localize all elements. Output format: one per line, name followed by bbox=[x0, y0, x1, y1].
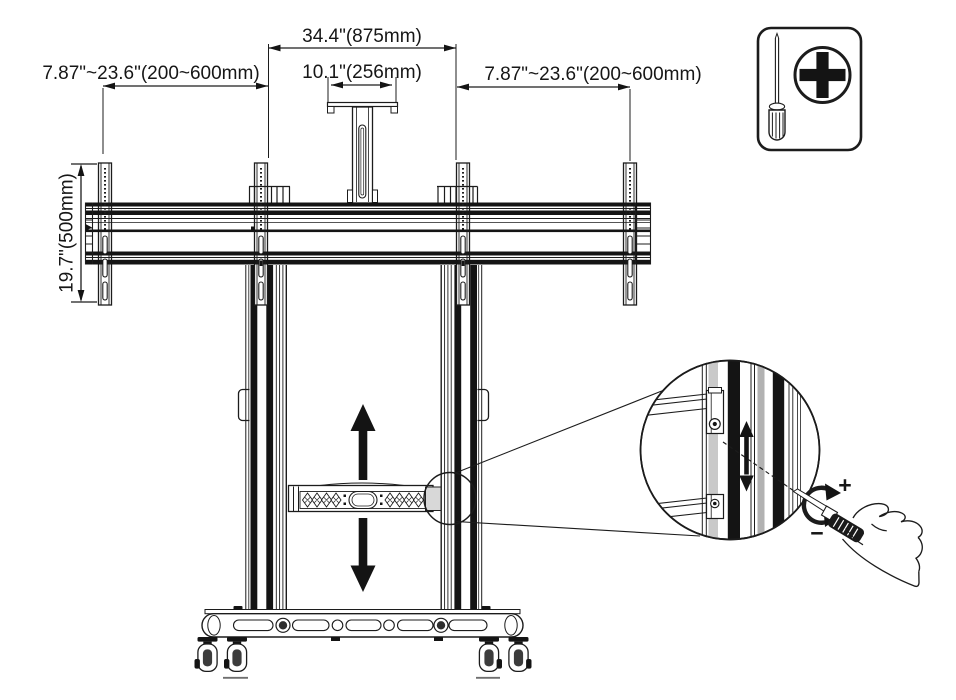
vesa-rail-3 bbox=[455, 162, 471, 306]
adjustment-strut bbox=[287, 482, 442, 513]
hand-outline bbox=[841, 502, 923, 588]
hand-with-screwdriver: + − bbox=[792, 472, 923, 588]
tool-badge bbox=[756, 26, 863, 152]
arrow-down-icon bbox=[350, 518, 376, 592]
vesa-rail-1 bbox=[97, 162, 113, 306]
camera-mount-post bbox=[326, 101, 399, 204]
bracket-arm-top bbox=[640, 387, 725, 435]
vesa-rail-2 bbox=[253, 162, 269, 306]
zoom-source-circle bbox=[423, 471, 477, 526]
strut-end-cap bbox=[425, 486, 442, 511]
dimension-top-width: 34.4"(875mm) bbox=[268, 26, 457, 160]
column-mount-ring bbox=[275, 617, 449, 633]
height-adjust-arrows bbox=[350, 404, 376, 592]
minus-label: − bbox=[810, 520, 823, 546]
rail-pointer-mark bbox=[251, 226, 255, 232]
base-assembly bbox=[194, 606, 532, 679]
dimension-label-right-range: 7.87"~23.6"(200~600mm) bbox=[484, 64, 701, 85]
handle-right bbox=[477, 388, 490, 422]
rail-clamp-brackets bbox=[248, 185, 479, 203]
rail-pointer-mark bbox=[85, 224, 92, 231]
crossbar-right-end-cap bbox=[634, 202, 652, 265]
caster-wheel-1 bbox=[194, 637, 218, 673]
handle-left bbox=[237, 388, 250, 422]
detail-callout: + − bbox=[423, 359, 923, 588]
vesa-rail-holes bbox=[85, 163, 635, 305]
up-down-arrow-icon bbox=[739, 421, 754, 492]
phillips-head-icon bbox=[793, 46, 852, 104]
caster-wheel-2 bbox=[224, 637, 248, 673]
dimension-annotations: 34.4"(875mm) 7.87"~23.6"(200~600mm) 10.1… bbox=[42, 26, 702, 303]
callout-leader-lines bbox=[453, 389, 701, 537]
screwdriver-illustration bbox=[792, 488, 865, 543]
crossbar-rail bbox=[84, 202, 652, 265]
dimension-label-bracket-height: 19.7"(500mm) bbox=[57, 173, 78, 293]
dimension-bracket-height: 19.7"(500mm) bbox=[57, 163, 97, 303]
dimension-right-bracket-range: 7.87"~23.6"(200~600mm) bbox=[457, 64, 702, 161]
dimension-label-left-range: 7.87"~23.6"(200~600mm) bbox=[42, 63, 259, 84]
column-left bbox=[237, 265, 287, 610]
column-right bbox=[440, 265, 490, 610]
dimension-center-plate-width: 10.1"(256mm) bbox=[302, 62, 422, 102]
vesa-rails bbox=[97, 162, 638, 306]
dimension-left-bracket-range: 7.87"~23.6"(200~600mm) bbox=[42, 63, 268, 154]
dimension-label-center-width: 10.1"(256mm) bbox=[302, 62, 422, 83]
dimension-label-top-width: 34.4"(875mm) bbox=[302, 26, 422, 47]
arrow-up-icon bbox=[350, 404, 376, 480]
plus-label: + bbox=[838, 472, 851, 498]
caster-wheel-4 bbox=[508, 637, 532, 673]
vesa-rail-4 bbox=[622, 162, 638, 306]
caster-wheel-3 bbox=[478, 637, 502, 673]
tv-stand-drawing bbox=[84, 101, 652, 679]
screwdriver-icon bbox=[768, 32, 786, 141]
strut-diamond-pattern bbox=[301, 492, 425, 508]
